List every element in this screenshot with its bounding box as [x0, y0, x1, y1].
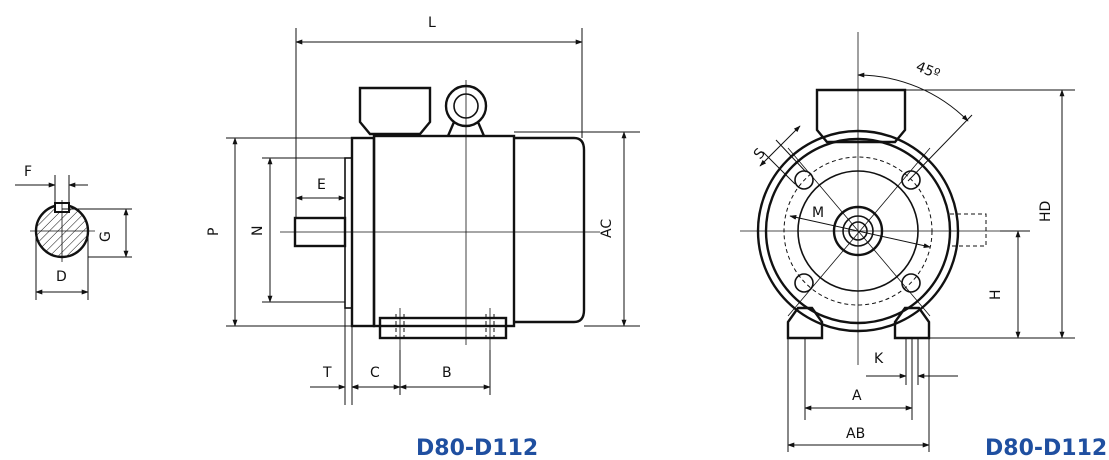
dim-label-M: M: [812, 205, 824, 221]
dim-label-G: G: [98, 231, 114, 242]
front-view: M S 45º HD H K A AB: [740, 32, 1075, 452]
side-view: L P N E AC T C B: [206, 15, 640, 405]
dim-label-E: E: [317, 177, 326, 193]
dim-label-B: B: [442, 365, 452, 381]
dim-label-F: F: [24, 164, 32, 180]
dim-label-K: K: [874, 351, 884, 367]
terminal-box: [358, 86, 432, 136]
dim-label-AB: AB: [846, 426, 865, 442]
bolt-hole: [794, 170, 814, 190]
side-view-title: D80-D112: [416, 436, 538, 460]
motor-body: [372, 134, 516, 328]
dim-label-D: D: [56, 269, 67, 285]
fan-cover: [514, 136, 586, 324]
foot-left: [786, 306, 824, 340]
bolt-hole: [794, 273, 814, 293]
dim-label-P: P: [206, 228, 222, 236]
dim-label-A: A: [852, 388, 862, 404]
dim-label-L: L: [428, 15, 436, 31]
shaft-section-view: F G D: [15, 164, 132, 300]
dim-label-H: H: [988, 289, 1004, 300]
dim-label-AC: AC: [599, 219, 615, 238]
dim-label-T: T: [322, 365, 332, 381]
front-view-title: D80-D112: [985, 436, 1107, 460]
mounting-foot: [378, 316, 508, 340]
dim-label-HD: HD: [1038, 201, 1054, 222]
dim-label-angle: 45º: [914, 59, 943, 83]
dim-label-N: N: [250, 226, 266, 236]
dim-label-C: C: [370, 365, 380, 381]
